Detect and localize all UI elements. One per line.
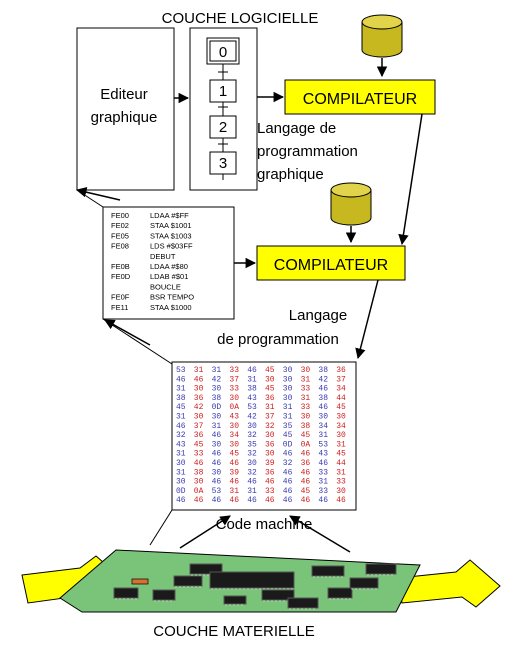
grafcet-step-1-label: 1 (219, 83, 227, 100)
compiler1-to-compiler2-arrow (398, 113, 423, 246)
chip-icon (209, 571, 295, 589)
chip-icon (173, 575, 203, 587)
chip-icon (189, 563, 223, 575)
assembly-instruction: LDAB #$01 (150, 272, 188, 281)
chip-icon (261, 589, 295, 601)
editor-label-line1: Editeur (100, 86, 148, 103)
resistor-icon (131, 578, 149, 585)
assembly-instruction: STAA $1001 (150, 221, 192, 230)
assembly-instruction: DEBUT (150, 252, 176, 261)
assembly-instruction: STAA $1003 (150, 231, 192, 240)
grafcet-step-1 (209, 79, 237, 103)
assembly-address: FE0B (111, 262, 130, 271)
assembly-language-line1: Langage (289, 307, 347, 324)
assembly-instruction: BOUCLE (150, 282, 181, 291)
yellow-arrow-right (397, 559, 501, 608)
database-icon (330, 182, 372, 226)
chip-icon (113, 587, 139, 599)
feedback-line-assembly (102, 318, 173, 365)
graphic-language-line2: programmation (257, 143, 358, 160)
assembly-instruction: BSR TEMPO (150, 293, 194, 302)
grafcet-step-2 (209, 115, 237, 139)
chip-icon (311, 565, 345, 577)
compiler-2-box: COMPILATEUR (256, 245, 406, 281)
title-couche-logicielle: COUCHE LOGICIELLE (162, 10, 319, 27)
chip-group (113, 563, 397, 610)
graphic-language-line3: graphique (257, 166, 324, 183)
circuit-board (59, 549, 421, 613)
title-couche-materielle: COUCHE MATERIELLE (153, 623, 314, 640)
assembly-address: FE0F (111, 293, 130, 302)
assembly-address: FE05 (111, 231, 129, 240)
code-machine-label: Code machine (216, 516, 313, 533)
chip-icon (327, 587, 353, 599)
grafcet-panel: 0 1 2 3 (189, 27, 258, 191)
compiler-1-label: COMPILATEUR (303, 91, 417, 108)
grafcet-step-3 (209, 151, 237, 175)
compiler2-to-hex-arrow (355, 279, 379, 360)
database-icon (361, 14, 403, 58)
chip-icon (223, 595, 247, 605)
chip-icon (152, 589, 176, 601)
assembly-address: FE02 (111, 221, 129, 230)
assembly-address: FE00 (111, 211, 129, 220)
chip-icon (287, 597, 319, 609)
hex-to-board-arrow-right (289, 515, 351, 553)
assembly-address: FE08 (111, 242, 129, 251)
grafcet-step-3-label: 3 (219, 155, 227, 172)
assembly-language-line2: de programmation (217, 331, 339, 348)
assembly-instruction: LDAA #$FF (150, 211, 189, 220)
grafcet-step-2-label: 2 (219, 119, 227, 136)
chip-icon (349, 577, 379, 589)
compiler-2-label: COMPILATEUR (274, 257, 388, 274)
assembly-instruction: STAA $1000 (150, 303, 192, 312)
editor-box (76, 27, 175, 191)
assembly-address: FE0D (111, 272, 131, 281)
hex-to-board-arrow-left (179, 515, 231, 549)
assembly-instruction: LDS #$03FF (150, 242, 193, 251)
assembly-address: FE11 (111, 303, 128, 312)
grafcet-step-0-label: 0 (219, 44, 227, 61)
assembly-instruction: LDAA #$80 (150, 262, 188, 271)
feedback-line-hex (149, 509, 173, 546)
editor-label-line2: graphique (91, 109, 158, 126)
compiler-1-box: COMPILATEUR (284, 79, 436, 115)
feedback-arrow-to-editor (75, 187, 121, 201)
feedback-arrow-to-assembly (104, 319, 151, 346)
chip-icon (365, 563, 397, 575)
graphic-language-line1: Langage de (257, 120, 336, 137)
